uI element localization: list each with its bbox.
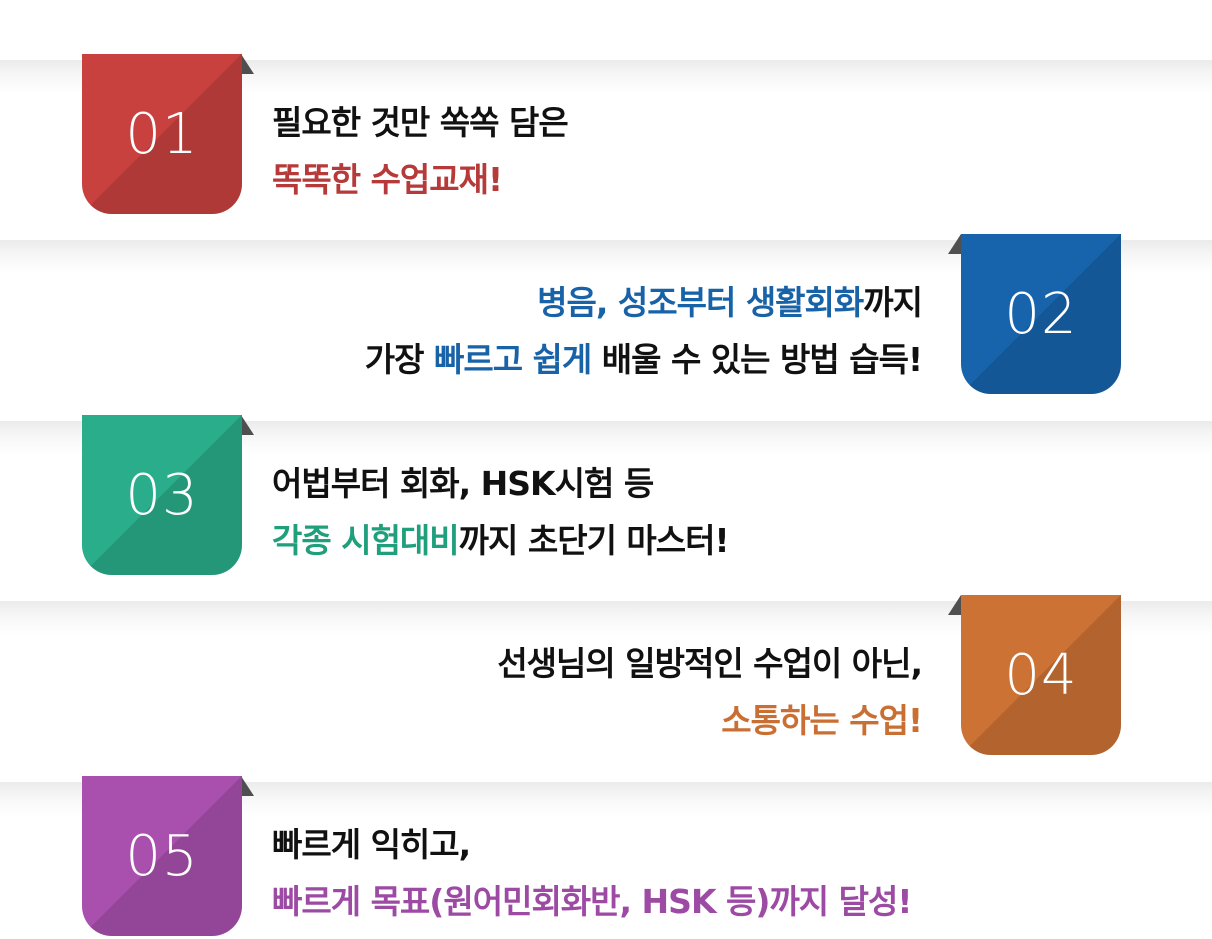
text-line-2: 빠르게 목표(원어민회화반, HSK 등)까지 달성! [272, 873, 912, 930]
number-badge-5: 05 [82, 776, 242, 936]
item-text-2: 병음, 성조부터 생활회화까지 가장 빠르고 쉽게 배울 수 있는 방법 습득! [364, 274, 923, 388]
text-segment: 가장 [364, 340, 434, 379]
text-segment: 필요한 것만 쏙쏙 담은 [272, 103, 569, 142]
text-segment: 배울 수 있는 방법 습득! [591, 340, 923, 379]
accent-text-segment: 소통하는 수업! [721, 701, 923, 740]
text-line-1: 어법부터 회화, HSK시험 등 [272, 455, 729, 512]
text-segment: 어법부터 회화, HSK시험 등 [272, 464, 654, 503]
text-line-2: 각종 시험대비까지 초단기 마스터! [272, 512, 730, 569]
accent-text-segment: 똑똑한 수업교재! [272, 160, 503, 199]
accent-text-segment: 빠르게 목표(원어민회화반, HSK 등)까지 달성! [272, 882, 912, 921]
text-line-2: 똑똑한 수업교재! [272, 151, 568, 208]
fold-corner [241, 54, 254, 74]
fold-corner [241, 415, 254, 435]
accent-text-segment: 병음, 성조부터 생활회화 [537, 283, 864, 322]
text-line-1: 필요한 것만 쏙쏙 담은 [272, 94, 569, 151]
number-badge-4: 04 [961, 595, 1121, 755]
text-line-1: 병음, 성조부터 생활회화까지 [365, 274, 923, 331]
item-text-3: 어법부터 회화, HSK시험 등 각종 시험대비까지 초단기 마스터! [272, 455, 730, 569]
badge-number: 04 [1004, 642, 1078, 708]
text-line-2: 소통하는 수업! [497, 692, 923, 749]
number-badge-1: 01 [82, 54, 242, 214]
text-line-2: 가장 빠르고 쉽게 배울 수 있는 방법 습득! [364, 331, 923, 388]
badge-number: 02 [1004, 281, 1078, 347]
number-badge-2: 02 [961, 234, 1121, 394]
number-badge-3: 03 [82, 415, 242, 575]
item-text-4: 선생님의 일방적인 수업이 아닌, 소통하는 수업! [497, 635, 923, 749]
badge-number: 01 [125, 101, 199, 167]
badge-number: 03 [125, 462, 199, 528]
fold-corner [948, 234, 961, 254]
fold-corner [948, 595, 961, 615]
accent-text-segment: 빠르고 쉽게 [433, 340, 592, 379]
text-segment: 선생님의 일방적인 수업이 아닌, [497, 644, 923, 683]
fold-corner [241, 776, 254, 796]
item-text-5: 빠르게 익히고, 빠르게 목표(원어민회화반, HSK 등)까지 달성! [272, 816, 912, 930]
text-segment: 까지 [863, 283, 923, 322]
text-line-1: 선생님의 일방적인 수업이 아닌, [497, 635, 923, 692]
text-segment: 빠르게 익히고, [272, 825, 471, 864]
item-text-1: 필요한 것만 쏙쏙 담은 똑똑한 수업교재! [272, 94, 569, 208]
accent-text-segment: 각종 시험대비 [272, 521, 460, 560]
text-segment: 까지 초단기 마스터! [458, 521, 730, 560]
badge-number: 05 [125, 823, 199, 889]
text-line-1: 빠르게 익히고, [272, 816, 911, 873]
